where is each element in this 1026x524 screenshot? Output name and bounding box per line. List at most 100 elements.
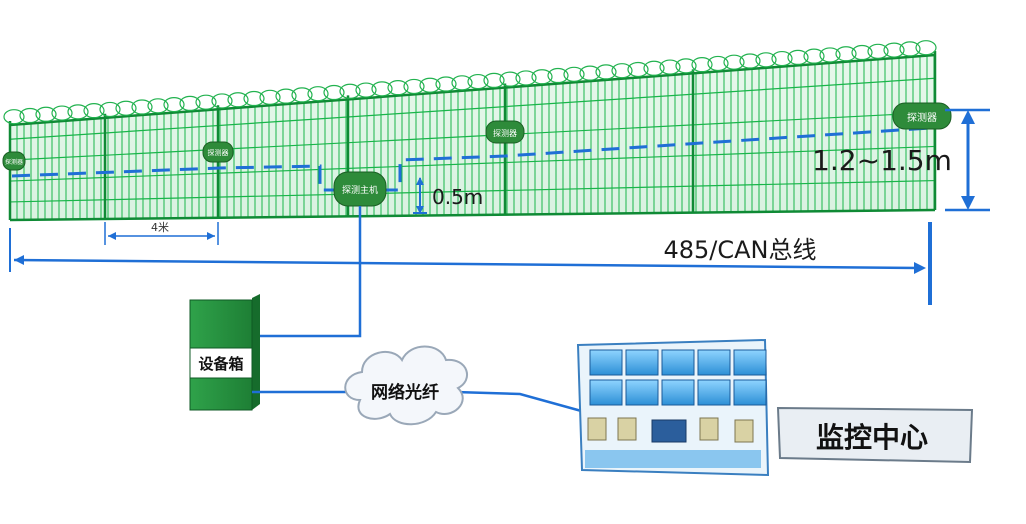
razor-wire-coil: [803, 48, 825, 64]
razor-wire-coil: [19, 107, 41, 124]
detector-far-left-label: 探测器: [5, 158, 23, 166]
razor-wire-coil: [595, 64, 617, 80]
razor-wire-coil: [3, 109, 25, 125]
razor-wire-coil: [307, 86, 329, 102]
video-wall-screens: [589, 349, 767, 406]
video-screen: [661, 379, 695, 406]
razor-wire-coil: [67, 104, 89, 120]
video-screen: [661, 349, 695, 376]
razor-wire-coil: [483, 72, 505, 88]
detector-host-label: 探测主机: [342, 184, 378, 196]
workstation-icons: [587, 417, 754, 443]
detector-far-left[interactable]: 探测器: [2, 151, 26, 171]
razor-wire-coil: [435, 76, 457, 92]
razor-wire-coil: [115, 100, 137, 116]
razor-wire-coil: [371, 81, 393, 97]
video-screen: [625, 379, 659, 406]
razor-wire-coil: [531, 69, 553, 85]
razor-wire-coil: [643, 60, 665, 76]
detector-mid-label: 探测器: [493, 128, 517, 138]
razor-wire-coil: [403, 78, 425, 95]
razor-wire-coil: [899, 41, 921, 57]
equipment-box[interactable]: 设备箱: [189, 294, 260, 411]
razor-wire-coil: [819, 47, 841, 63]
monitor-center-sign: [776, 406, 974, 464]
bus-dimension: 485/CAN总线: [9, 222, 932, 305]
razor-wire-coil: [867, 43, 889, 59]
razor-wire-coil: [515, 70, 537, 86]
razor-wire-coil: [195, 94, 217, 110]
fence-height-dimension: 1.2~1.5m: [812, 108, 990, 212]
fence: [3, 40, 937, 222]
video-screen: [697, 379, 731, 406]
razor-wire-coil: [147, 98, 169, 114]
razor-wire-coil: [851, 44, 873, 61]
razor-wire-coil: [707, 55, 729, 72]
detector-host[interactable]: 探测主机: [333, 171, 387, 207]
razor-wire-coil: [659, 59, 681, 75]
razor-wire-coil: [163, 96, 185, 113]
fence-mesh: [10, 55, 935, 220]
razor-wire-coil: [227, 92, 249, 108]
fiber-cloud-label: 网络光纤: [371, 382, 439, 403]
razor-wire-coil: [131, 99, 153, 115]
razor-wire-coil: [771, 50, 793, 67]
razor-wire-coil: [467, 73, 489, 90]
razor-wire-coil: [739, 53, 761, 69]
equipment-box-label-plate: [189, 347, 253, 379]
razor-wire-coil: [339, 83, 361, 99]
detector-height-label: 0.5m: [432, 185, 483, 209]
razor-wire-coil: [755, 52, 777, 68]
fence-height-label: 1.2~1.5m: [812, 144, 952, 177]
razor-wire-coil: [499, 71, 521, 87]
equipment-box-label: 设备箱: [198, 355, 243, 373]
post-spacing-label: 4米: [151, 221, 169, 234]
razor-wire-coil: [915, 40, 937, 56]
razor-wire-coil: [627, 61, 649, 78]
video-screen: [589, 379, 623, 406]
razor-wire-coil: [275, 88, 297, 104]
detector-mid[interactable]: 探测器: [485, 120, 525, 144]
razor-wire-coil: [83, 103, 105, 119]
razor-wire-coil: [723, 54, 745, 70]
razor-wire-coil: [883, 42, 905, 58]
razor-wire-coil: [451, 75, 473, 91]
razor-wire-coil: [323, 84, 345, 101]
razor-wire-coil: [259, 89, 281, 105]
razor-wire-coil: [579, 65, 601, 81]
video-screen: [733, 379, 767, 406]
razor-wire-coil: [787, 49, 809, 65]
fence-rail: [10, 179, 935, 203]
monitor-center[interactable]: 监控中心: [576, 338, 974, 477]
razor-wire-coil: [563, 66, 585, 82]
video-screen: [733, 349, 767, 376]
post-spacing-dimension: 4米: [104, 221, 219, 245]
razor-wire-coil: [211, 93, 233, 109]
razor-wire-coil: [675, 58, 697, 74]
razor-wire-coil: [99, 101, 121, 118]
detector-left-label: 探测器: [208, 148, 229, 157]
cloud-icon: [344, 345, 469, 426]
razor-wire-coil: [835, 46, 857, 62]
fence-bottom-rail: [9, 208, 936, 222]
detector-left[interactable]: 探测器: [202, 141, 234, 163]
razor-wire-coil: [51, 105, 73, 121]
video-screen: [625, 349, 659, 376]
monitor-center-label: 监控中心: [816, 421, 928, 454]
razor-wire-coil: [611, 63, 633, 79]
fiber-cloud: 网络光纤: [344, 345, 469, 426]
detector-right[interactable]: 探测器: [892, 102, 952, 130]
detector-height-dimension: 0.5m: [413, 177, 483, 214]
razor-wire-coil: [291, 87, 313, 103]
razor-wire-coil: [419, 77, 441, 93]
fence-rail: [10, 145, 935, 182]
video-screen: [697, 349, 731, 376]
control-desk: [585, 450, 761, 468]
razor-wire-coil: [355, 82, 377, 98]
razor-wire-coil: [243, 90, 265, 107]
razor-wire: [3, 40, 937, 125]
detector-right-label: 探测器: [907, 111, 937, 124]
razor-wire-coil: [387, 80, 409, 96]
